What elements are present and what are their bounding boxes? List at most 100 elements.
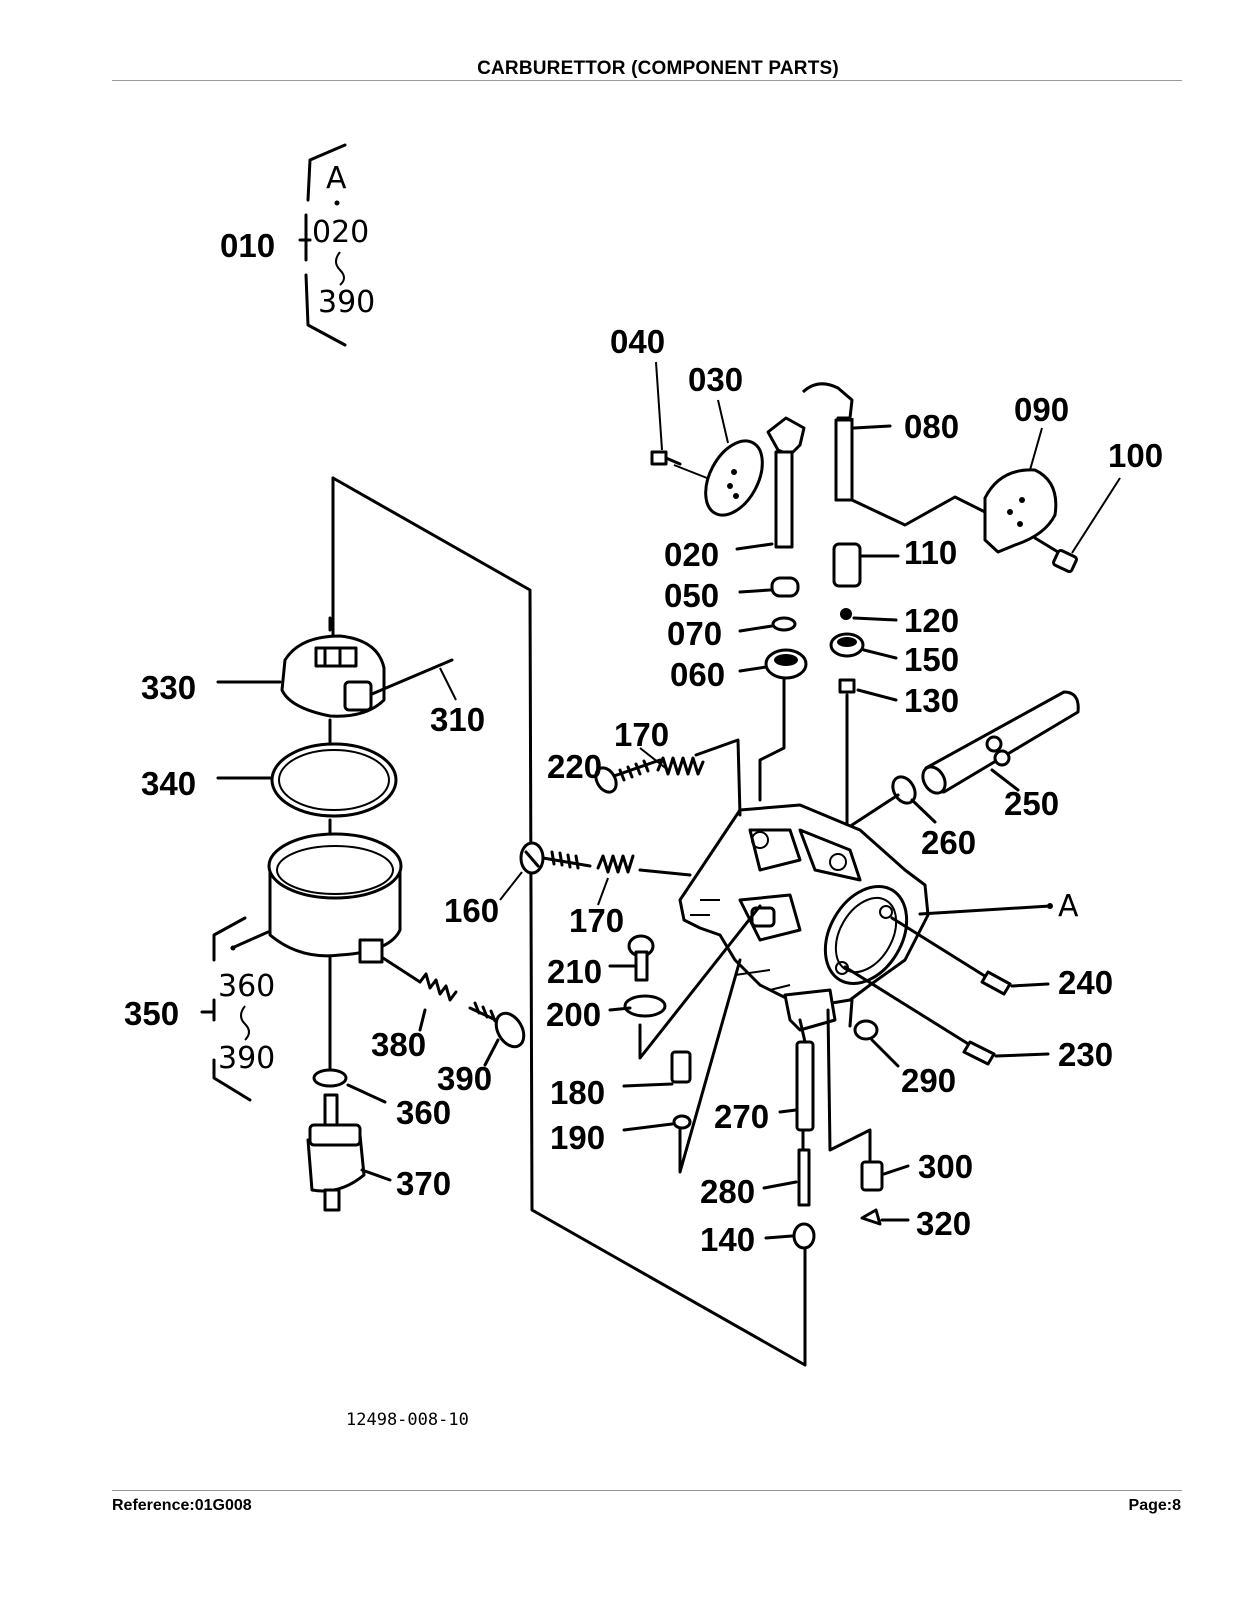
drawing-code: 12498-008-10 [346,1410,469,1430]
callout-070: 070 [667,615,722,652]
callout-170b: 170 [569,902,624,939]
washer-070-icon [771,616,797,632]
float-bowl-350-icon [267,832,403,964]
callout-110: 110 [904,534,957,571]
page-title: CARBURETTOR (COMPONENT PARTS) [477,58,839,79]
float-330-icon [280,634,386,718]
screw-220-icon [594,758,662,794]
needle-280-icon [797,1148,811,1207]
guide-line-190 [678,958,742,1174]
assembly-010-range-to: 390 [318,285,375,320]
choke-plate-090-icon [983,468,1058,554]
shaft-parts [650,361,1121,827]
callout-030: 030 [688,361,743,398]
callout-230: 230 [1058,1036,1113,1073]
seal-150-icon [829,632,865,658]
clip-320-icon [860,1208,882,1226]
seal-050-icon [770,576,800,598]
jet-140-icon [792,1222,816,1250]
ball-120-icon [840,608,852,620]
callout-310: 310 [430,701,485,738]
screw-100-icon [1052,549,1078,573]
screw-040-icon [650,450,682,466]
callout-290: 290 [901,1062,956,1099]
needle-valve-300-icon [860,1160,884,1192]
emulsion-tube-270-icon [795,1040,815,1132]
screw-160-icon [519,841,592,875]
jet-210-icon [627,934,655,982]
assembly-010-group: 010 A 020 390 [220,143,375,347]
plug-290-icon [853,1019,879,1041]
callout-280: 280 [700,1173,755,1210]
callout-190: 190 [550,1119,605,1156]
callout-160: 160 [444,892,499,929]
assembly-010-range-from: 020 [312,215,369,250]
guide-line-060 [758,678,786,802]
assembly-350-bracket [212,916,252,1102]
connector-A-line [918,904,1052,916]
callout-320: 320 [916,1205,971,1242]
callout-200: 200 [546,996,601,1033]
choke-shaft-080-icon [801,382,854,502]
guide-line-300 [826,1008,872,1162]
washer-190-icon [672,1114,692,1130]
callout-020: 020 [664,536,719,573]
assembly-350-range-from: 360 [218,969,275,1004]
float-bowl-parts: 350 360 390 [124,616,526,1212]
washer-360-icon [312,1068,348,1088]
callout-250: 250 [1004,785,1059,822]
spring-170b-icon [596,854,635,874]
bushing-110-icon [832,542,862,588]
callout-150: 150 [904,641,959,678]
callout-390: 390 [437,1060,492,1097]
drain-screw-390-icon [468,1001,526,1049]
range-tilde-icon [335,251,345,286]
callout-140: 140 [700,1221,755,1258]
callout-090: 090 [1014,391,1069,428]
callout-080: 080 [904,408,959,445]
throttle-shaft-020-icon [766,416,806,549]
bushing-060-icon [764,648,808,680]
callout-240: 240 [1058,964,1113,1001]
callout-040: 040 [610,323,665,360]
footer-rule [112,1490,1182,1491]
callout-060: 060 [670,656,725,693]
pin-310-icon [370,658,454,696]
guide-line-170a [694,738,742,817]
callout-130: 130 [904,682,959,719]
dot-icon [334,200,340,206]
carburettor-body-icon [678,803,930,1032]
callout-170a: 170 [614,716,669,753]
callout-300: 300 [918,1148,973,1185]
guide-line-200 [638,904,762,1060]
nozzle-180-icon [670,1050,692,1084]
assembly-010-letter: A [326,161,347,196]
callout-340: 340 [141,765,196,802]
washer-200-icon [623,994,667,1018]
callout-260: 260 [921,824,976,861]
callout-120: 120 [904,602,959,639]
screw-230-icon [962,1040,996,1066]
footer-reference: Reference:01G008 [112,1497,252,1514]
callout-350: 350 [124,995,179,1032]
callout-360: 360 [396,1094,451,1131]
guide-line-bowl [331,476,807,1367]
spring-380-icon [418,972,458,1002]
part-130-icon [838,678,856,694]
callout-210: 210 [547,953,602,990]
callout-330: 330 [141,669,196,706]
callout-010: 010 [220,227,275,264]
callout-180: 180 [550,1074,605,1111]
body-side-parts: A [499,690,1080,1250]
range-tilde-icon [240,1005,250,1041]
assembly-350-range-to: 390 [218,1041,275,1076]
guide-line-choke [850,495,987,527]
callout-100: 100 [1108,437,1163,474]
solenoid-370-icon [306,1093,366,1212]
footer-page-number: Page:8 [1128,1497,1181,1514]
spring-170a-icon [656,756,705,776]
connector-A-label: A [1058,889,1079,924]
header-rule [112,80,1182,81]
callout-370: 370 [396,1165,451,1202]
